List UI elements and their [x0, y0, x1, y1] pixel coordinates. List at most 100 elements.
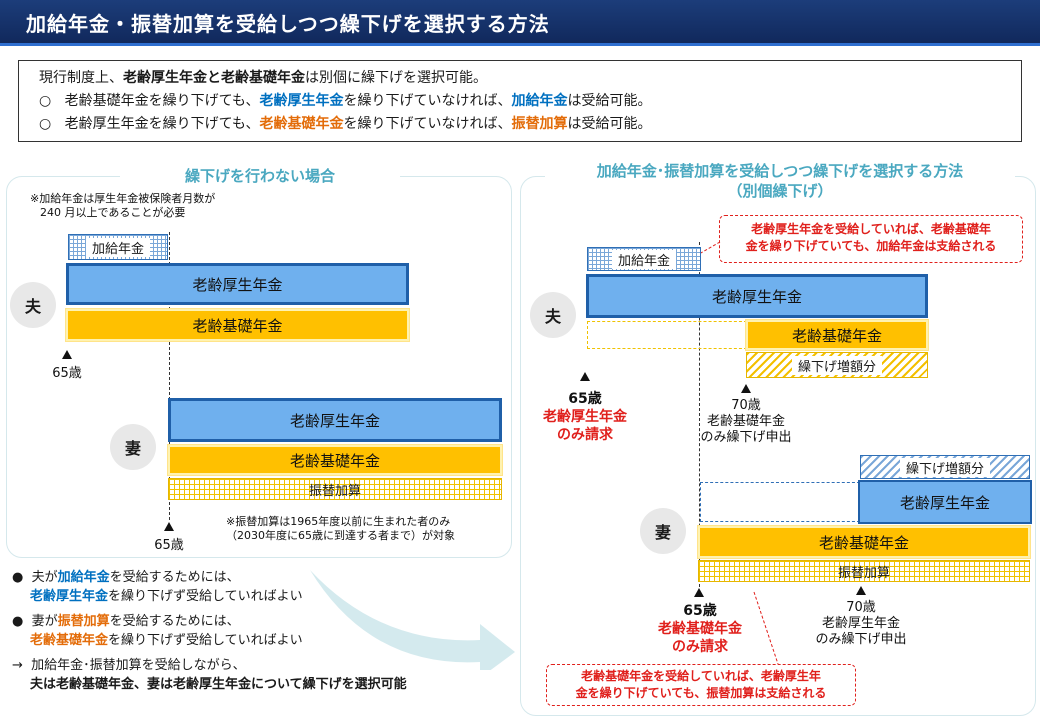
age-text: のみ繰下げ申出	[700, 430, 792, 445]
note-line: 240 月以上であることが必要	[40, 206, 186, 219]
furikae-bar: 振替加算	[698, 560, 1030, 582]
kosei-bar: 老齢厚生年金	[168, 398, 502, 442]
age-text: 老齢厚生年金	[543, 409, 627, 425]
note-kakyu: ※加給年金は厚生年金被保険者月数が 240 月以上であることが必要	[30, 192, 290, 220]
item-text: 加給年金･振替加算を受給しながら、	[31, 658, 246, 673]
kiso-label: 老齢基礎年金	[818, 533, 909, 552]
furikae-label: 振替加算	[308, 483, 361, 499]
title-underline	[0, 43, 1040, 46]
h-age65-label: 65歳 老齢厚生年金 のみ請求	[535, 390, 635, 444]
age-text: のみ請求	[557, 427, 613, 443]
note-line: ※振替加算は1965年度以前に生まれた者のみ	[226, 515, 451, 528]
summary-line-2: ○ 老齢基礎年金を繰り下げても、老齢厚生年金を繰り下げていなければ、加給年金は受…	[39, 90, 1001, 113]
bullet-circle: ○	[39, 116, 52, 132]
arrow-icon: →	[12, 658, 23, 673]
note-furikae: ※振替加算は1965年度以前に生まれた者のみ （2030年度に65歳に到達する者…	[226, 515, 506, 543]
h-age70-label: 70歳 老齢基礎年金 のみ繰下げ申出	[690, 398, 802, 446]
item-text: 妻が	[31, 614, 58, 629]
kiso-bar: 老齢基礎年金	[66, 309, 409, 341]
callout-furikae: 老齢基礎年金を受給していれば、老齢厚生年 金を繰り下げていても、振替加算は支給さ…	[546, 664, 856, 706]
kosei-bar: 老齢厚生年金	[66, 263, 409, 305]
callout-line: 金を繰り下げていても、振替加算は支給される	[575, 686, 827, 700]
kiso-label: 老齢基礎年金	[192, 316, 283, 335]
age-marker-icon	[62, 350, 72, 359]
kiso-label: 老齢基礎年金	[791, 326, 882, 345]
kiso-placeholder	[587, 321, 747, 349]
highlight-kosei: 老齢厚生年金	[259, 93, 344, 109]
right-title-line: （別個繰下げ）	[727, 182, 833, 200]
conclusion-list: ● 夫が加給年金を受給するためには、 老齢厚生年金を繰り下げず受給していればよい…	[12, 568, 502, 700]
age-text: 老齢厚生年金	[821, 616, 900, 631]
page-title: 加給年金・振替加算を受給しつつ繰下げを選択する方法	[26, 12, 550, 36]
kosei-label: 老齢厚生年金	[192, 275, 283, 294]
age-text: のみ請求	[672, 639, 728, 655]
item-text: 夫が	[31, 570, 58, 585]
note-line: （2030年度に65歳に到達する者まで）が対象	[226, 529, 455, 542]
item-text: を繰り下げず受給していればよい	[108, 633, 303, 648]
age-text: 65歳	[683, 603, 717, 619]
age-text: 70歳	[846, 600, 876, 615]
wife-badge: 妻	[640, 508, 686, 554]
summary-line-3: ○ 老齢厚生年金を繰り下げても、老齢基礎年金を繰り下げていなければ、振替加算は受…	[39, 113, 1001, 136]
age-text: のみ繰下げ申出	[815, 632, 907, 647]
item-text: を受給するためには、	[109, 614, 240, 629]
right-title-line: 加給年金･振替加算を受給しつつ繰下げを選択する方法	[596, 162, 964, 180]
age-marker-icon	[856, 586, 866, 595]
title-bar: 加給年金・振替加算を受給しつつ繰下げを選択する方法	[0, 0, 1040, 46]
zougaku-bar: 繰下げ増額分	[746, 352, 928, 378]
item-text: 夫は老齢基礎年金、妻は老齢厚生年金について繰下げを選択可能	[30, 677, 407, 692]
age65-guide-line	[699, 242, 700, 587]
callout-kakyu: 老齢厚生年金を受給していれば、老齢基礎年 金を繰り下げていても、加給年金は支給さ…	[719, 215, 1023, 263]
right-panel-title: 加給年金･振替加算を受給しつつ繰下げを選択する方法 （別個繰下げ）	[545, 160, 1015, 202]
kakyu-label: 加給年金	[611, 249, 676, 269]
highlight-kakyu: 加給年金	[511, 93, 568, 109]
highlight-furikae: 振替加算	[511, 116, 568, 132]
kosei-label: 老齢厚生年金	[289, 411, 380, 430]
item-text: を繰り下げず受給していればよい	[108, 589, 303, 604]
zougaku-bar: 繰下げ増額分	[860, 455, 1030, 479]
w-age70-label: 70歳 老齢厚生年金 のみ繰下げ申出	[805, 600, 917, 648]
age-text: 老齢基礎年金	[658, 621, 742, 637]
age-text: 老齢基礎年金	[706, 414, 785, 429]
furikae-label: 振替加算	[837, 565, 890, 581]
summary-box: 現行制度上、老齢厚生年金と老齢基礎年金は別個に繰下げを選択可能。 ○ 老齢基礎年…	[18, 60, 1022, 142]
bullet-circle: ○	[39, 93, 52, 109]
husband-badge: 夫	[530, 292, 576, 338]
item-highlight: 振替加算	[57, 614, 110, 629]
bullet-icon: ●	[12, 614, 24, 629]
summary-bold: 老齢厚生年金と老齢基礎年金	[123, 70, 305, 86]
furikae-bar: 振替加算	[168, 478, 502, 500]
kosei-bar: 老齢厚生年金	[858, 480, 1032, 524]
left-panel-title: 繰下げを行わない場合	[120, 162, 400, 188]
callout-pointer-icon	[753, 591, 779, 665]
kakyu-bar: 加給年金	[68, 234, 168, 260]
summary-text: を繰り下げていなければ、	[343, 116, 512, 132]
husband-badge: 夫	[10, 282, 56, 328]
list-item: ● 夫が加給年金を受給するためには、 老齢厚生年金を繰り下げず受給していればよい	[12, 568, 502, 606]
item-highlight: 加給年金	[57, 570, 110, 585]
kiso-bar: 老齢基礎年金	[746, 320, 928, 350]
summary-text: 現行制度上、	[39, 70, 123, 86]
highlight-kiso: 老齢基礎年金	[259, 116, 344, 132]
zougaku-label: 繰下げ増額分	[791, 355, 882, 375]
list-item: → 加給年金･振替加算を受給しながら、 夫は老齢基礎年金、妻は老齢厚生年金につい…	[12, 656, 502, 694]
age-marker-icon	[580, 372, 590, 381]
summary-text: は受給可能。	[567, 93, 652, 109]
callout-line: 老齢基礎年金を受給していれば、老齢厚生年	[581, 669, 821, 683]
age-marker-icon	[741, 384, 751, 393]
age-marker-icon	[164, 522, 174, 531]
summary-text: を繰り下げていなければ、	[343, 93, 512, 109]
age65-guide-line	[169, 232, 170, 520]
item-text: を受給するためには、	[109, 570, 240, 585]
summary-text: 老齢厚生年金を繰り下げても、	[64, 116, 260, 132]
kiso-bar: 老齢基礎年金	[698, 526, 1030, 558]
bullet-icon: ●	[12, 570, 24, 585]
w-age65-label: 65歳 老齢基礎年金 のみ請求	[640, 602, 760, 656]
kakyu-bar: 加給年金	[587, 247, 701, 271]
zougaku-label: 繰下げ増額分	[899, 457, 990, 477]
age-label: 65歳	[52, 366, 82, 381]
summary-line-1: 現行制度上、老齢厚生年金と老齢基礎年金は別個に繰下げを選択可能。	[39, 67, 1001, 90]
callout-line: 老齢厚生年金を受給していれば、老齢基礎年	[751, 222, 991, 236]
age-text: 70歳	[731, 398, 761, 413]
item-highlight: 老齢厚生年金	[30, 589, 109, 604]
